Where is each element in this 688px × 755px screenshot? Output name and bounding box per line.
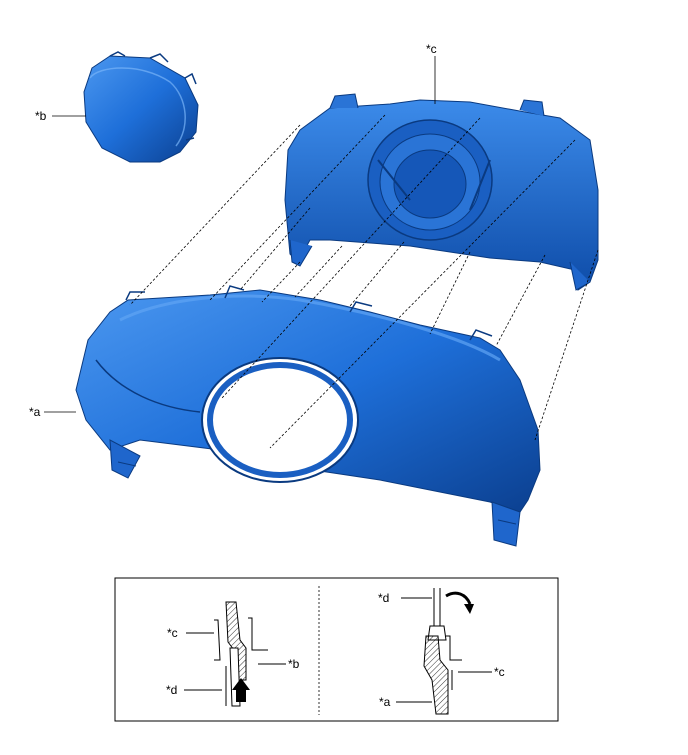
detail-left-label-d: *d [166, 683, 178, 697]
detail-right-section [396, 588, 492, 715]
arrow-up-icon [232, 678, 250, 702]
label-c-housing: *c [426, 42, 437, 56]
leader-lines [44, 56, 436, 413]
detail-right-label-d: *d [378, 591, 390, 605]
alignment-lines [129, 114, 599, 449]
label-a-frame: *a [29, 405, 41, 419]
cover-b-part [83, 51, 199, 163]
curved-arrow-icon [445, 591, 474, 614]
detail-right-label-a: *a [379, 695, 391, 709]
detail-left-label-b: *b [288, 657, 300, 671]
detail-left-label-c: *c [167, 626, 178, 640]
label-b-cover: *b [35, 109, 47, 123]
detail-box [114, 577, 559, 722]
meter-frame-a-part [75, 285, 541, 547]
detail-right-label-c: *c [494, 665, 505, 679]
meter-housing-c-part [284, 93, 599, 291]
